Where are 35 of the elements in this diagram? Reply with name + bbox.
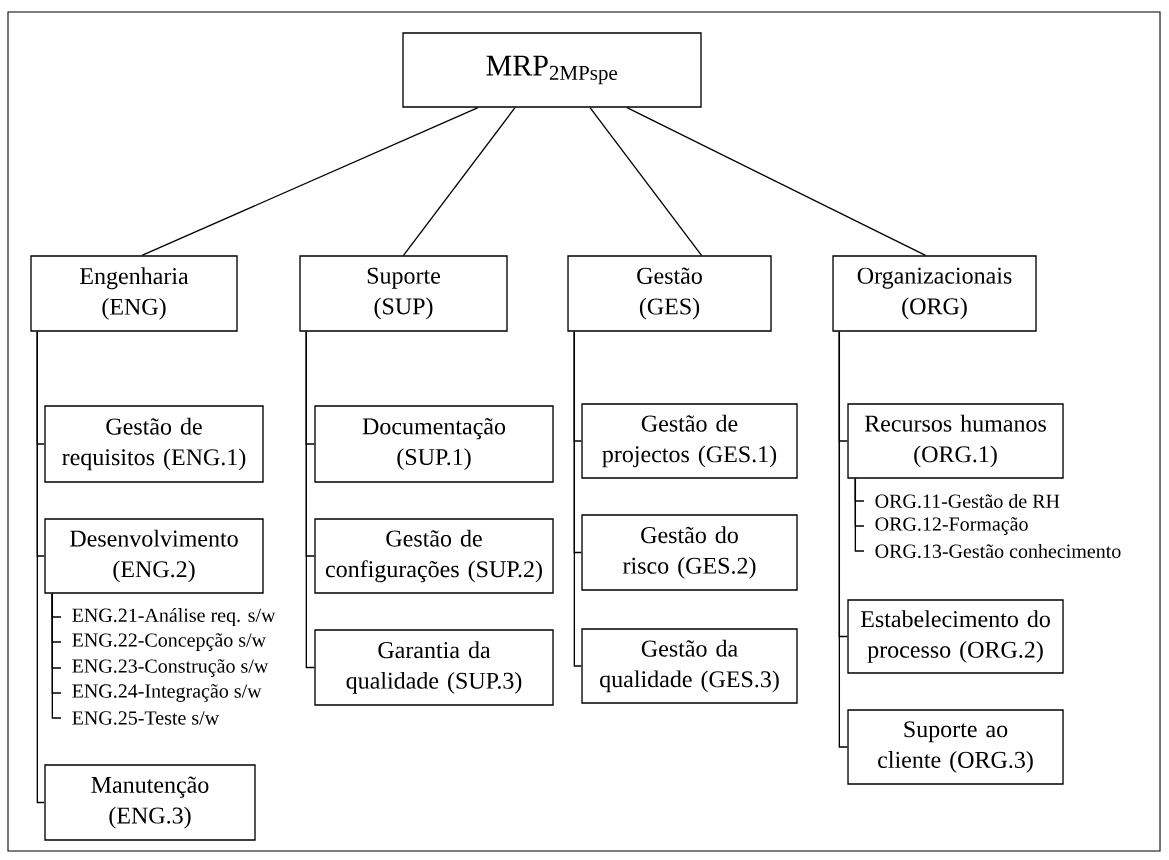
category-box: Engenharia (ENG): [30, 255, 238, 332]
process-box: Recursos humanos (ORG.1): [847, 403, 1064, 479]
process-box: Documentação (SUP.1): [314, 405, 554, 483]
connector-line: [838, 331, 848, 748]
process-box: Suporte ao cliente (ORG.3): [847, 709, 1064, 785]
category-box: Gestão (GES): [567, 255, 772, 332]
process-box: Manutenção (ENG.3): [44, 764, 256, 841]
connector-line: [589, 107, 703, 256]
connector-line: [854, 478, 865, 552]
process-box: Gestão do risco (GES.2): [581, 514, 798, 591]
process-box: Desenvolvimento (ENG.2): [44, 518, 264, 594]
connector-line: [36, 331, 45, 804]
category-box: Organizacionais (ORG): [832, 255, 1037, 332]
connector-line: [626, 107, 927, 256]
category-box: Suporte (SUP): [299, 255, 508, 332]
item-label: ORG.12-Formação: [875, 517, 1028, 535]
connector-line: [402, 107, 516, 256]
process-box: Garantia da qualidade (SUP.3): [314, 629, 554, 706]
item-label: ENG.22-Concepção s/w: [72, 633, 266, 651]
item-label: ENG.23-Construção s/w: [72, 659, 269, 677]
item-label: ENG.21-Análise req. s/w: [72, 607, 276, 627]
root-box: MRP$_{2MPspe}$: [402, 32, 702, 108]
connector-line: [141, 107, 479, 256]
item-label: ENG.25-Teste s/w: [72, 711, 220, 725]
process-box: Estabelecimento do processo (ORG.2): [847, 599, 1064, 674]
process-box: Gestão de projectos (GES.1): [581, 403, 798, 479]
connector-line: [305, 331, 315, 669]
process-box: Gestão de configurações (SUP.2): [314, 518, 554, 594]
connector-line: [51, 593, 62, 719]
process-box: Gestão de requisitos (ENG.1): [44, 405, 264, 483]
item-label: ORG.11-Gestão de RH: [875, 493, 1060, 509]
item-label: ENG.24-Integração s/w: [72, 684, 262, 702]
connector-line: [573, 331, 582, 667]
item-label: ORG.13-Gestão conhecimento: [875, 543, 1121, 559]
process-box: Gestão da qualidade (GES.3): [581, 628, 798, 704]
